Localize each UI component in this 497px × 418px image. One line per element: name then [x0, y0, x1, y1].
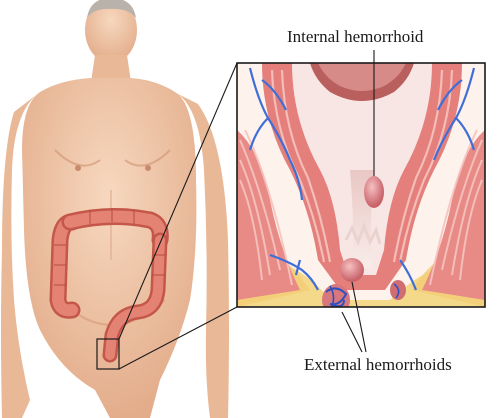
external-hemorrhoid-2	[322, 284, 350, 316]
internal-hemorrhoid-label: Internal hemorrhoid	[287, 27, 423, 47]
external-hemorrhoid-1	[340, 258, 364, 282]
anorectal-cross-section	[237, 63, 485, 316]
torso	[22, 78, 196, 418]
neck	[91, 55, 131, 82]
external-hemorrhoids-label: External hemorrhoids	[304, 355, 452, 375]
internal-hemorrhoid	[364, 176, 384, 208]
